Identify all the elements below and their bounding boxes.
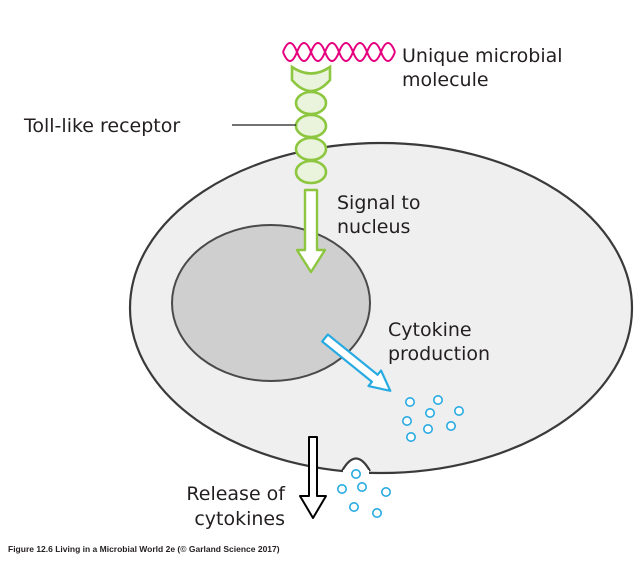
cytokine-dot [348,501,359,512]
release-label-line2: cytokines [194,508,285,530]
cytokine-dot [453,405,464,416]
signal-label-line1: Signal to [337,192,420,214]
signal-label-line2: nucleus [337,216,410,238]
cytokine-label-line2: production [388,343,490,365]
cytokine-dot [350,468,361,479]
arrow-diagonal-icon [321,333,392,392]
cytokine-dot [404,396,415,407]
molecule-label-line2: molecule [402,69,489,91]
cytokine-dot [445,420,456,431]
receptor-segment [294,159,328,185]
cytokine-dot [336,483,347,494]
molecule-label-line1: Unique microbial [402,45,563,67]
cytokine-dot [401,415,412,426]
figure-caption: Figure 12.6 Living in a Microbial World … [8,544,280,554]
receptor-segment [294,113,328,139]
dna-helix-icon [282,42,396,62]
cytokine-dots-inside [401,394,464,442]
cytokine-dot [371,507,382,518]
cytokine-dots-released [336,468,391,518]
arrow-down-icon [295,188,327,274]
cytokine-dot [422,423,433,434]
receptor-chain-icon [290,64,332,185]
receptor-segment [294,90,328,116]
receptor-cup [290,64,332,93]
cytokine-dot [356,481,367,492]
nucleus [171,224,371,382]
cytokine-label-line1: Cytokine [388,319,472,341]
cytokine-dot [432,394,443,405]
release-label-line1: Release of [186,483,286,505]
receptor-segment [294,136,328,162]
cytokine-dot [380,486,391,497]
cytokine-dot [424,407,435,418]
receptor-label: Toll-like receptor [23,115,180,137]
exocytosis-pocket [341,457,371,472]
arrow-down-outline-icon [299,436,327,519]
cytokine-dot [405,431,416,442]
